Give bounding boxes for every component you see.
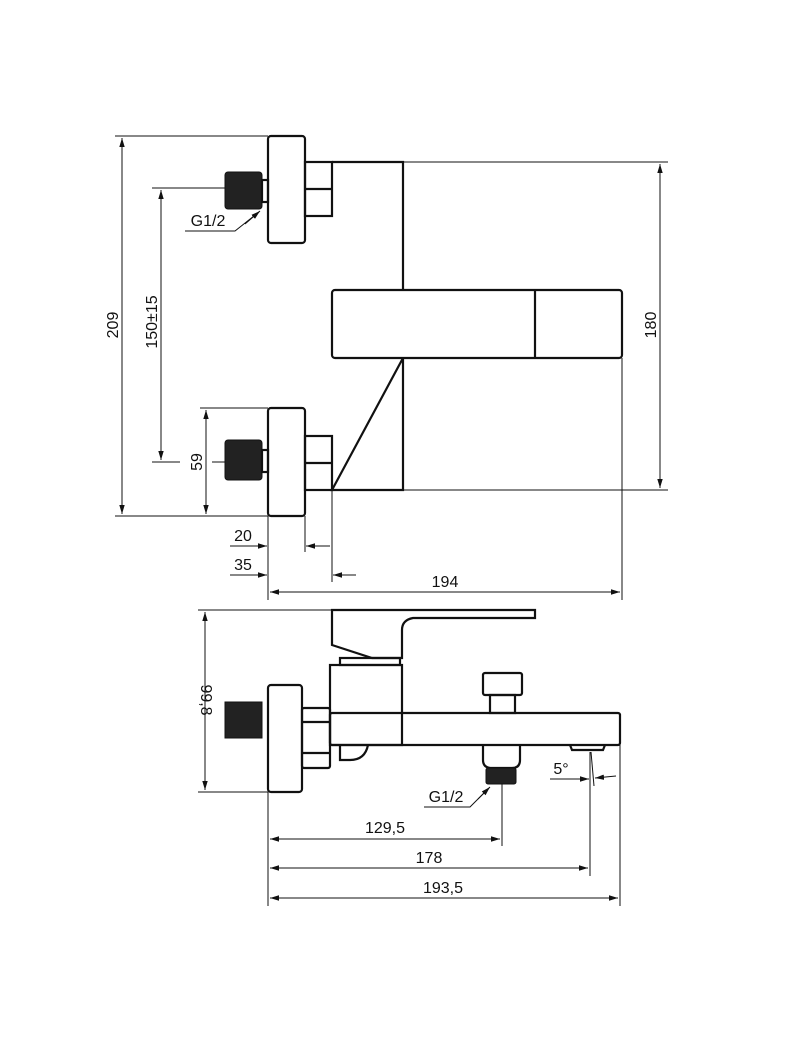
dim-5-deg-label: 5° <box>553 761 568 778</box>
top-flange <box>266 134 307 245</box>
side-view: 99,8 5° G1/2 129,5 178 193,5 <box>197 608 622 906</box>
side-nut <box>300 706 332 770</box>
top-inlet-neck <box>260 178 270 204</box>
bottom-nut <box>303 434 334 492</box>
bottom-flange <box>266 406 307 518</box>
dim-35-label: 35 <box>234 557 252 574</box>
mixer-body <box>330 160 405 492</box>
top-nut <box>303 160 334 218</box>
thread-label-top: G1/2 <box>191 213 226 230</box>
bottom-outlet <box>481 745 522 770</box>
top-view: 209 150±15 59 180 20 35 194 G1/2 <box>105 134 668 600</box>
dim-20-label: 20 <box>234 528 252 545</box>
diverter-button <box>481 671 524 715</box>
dim-150-label: 150±15 <box>144 295 161 348</box>
dim-59-label: 59 <box>189 453 206 471</box>
lever-handle <box>330 288 624 360</box>
dim-180-label: 180 <box>643 312 660 339</box>
top-inlet-thread <box>224 171 263 210</box>
dim-178-label: 178 <box>416 850 443 867</box>
dim-99-8-label: 99,8 <box>197 684 214 715</box>
dim-129-5-label: 129,5 <box>365 820 405 837</box>
side-inlet-thread <box>224 701 263 739</box>
body-underside <box>338 744 370 762</box>
side-body <box>328 663 404 747</box>
bottom-inlet-neck <box>260 448 270 474</box>
aerator <box>568 744 607 752</box>
dim-lines-top <box>115 135 668 600</box>
dim-193-5-label: 193,5 <box>423 880 463 897</box>
dim-194-label: 194 <box>432 574 459 591</box>
dim-lines-side <box>198 609 621 906</box>
outlet-thread <box>485 767 517 785</box>
bottom-inlet-thread <box>224 439 263 481</box>
thread-label-side: G1/2 <box>429 789 464 806</box>
side-flange <box>266 683 304 794</box>
spout <box>328 711 622 747</box>
side-lever-handle <box>330 608 537 660</box>
dim-209-label: 209 <box>105 312 122 339</box>
